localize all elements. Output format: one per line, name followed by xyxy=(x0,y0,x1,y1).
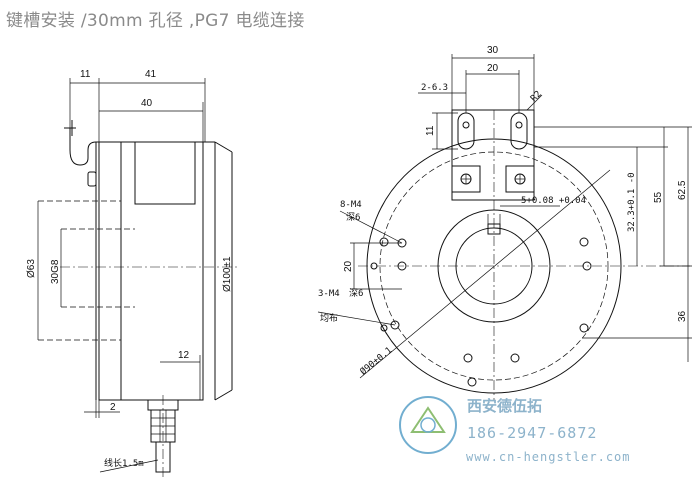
mounting-holes xyxy=(370,237,592,387)
dim-8m4: 8-M4 xyxy=(340,200,362,210)
dim-depth6-b: 深6 xyxy=(349,288,363,299)
cable-length-label: 线长1.5m xyxy=(104,457,144,469)
dim-12: 12 xyxy=(178,350,190,361)
phone-number: 186-2947-6872 xyxy=(467,424,597,442)
company-logo xyxy=(399,396,457,454)
dim-62-5: 62.5 xyxy=(677,180,688,200)
dim-36: 36 xyxy=(677,310,688,322)
dim-40: 40 xyxy=(141,98,153,109)
dim-11-front: 11 xyxy=(425,125,436,136)
company-name: 西安德伍拓 xyxy=(467,397,542,415)
dim-phi100: Ø100±1 xyxy=(222,256,233,292)
website-url: www.cn-hengstler.com xyxy=(466,450,631,464)
watermark: 西安德伍拓 186-2947-6872 www.cn-hengstler.com xyxy=(399,396,631,464)
dim-20-left: 20 xyxy=(343,260,354,272)
dim-30g8: 30G8 xyxy=(50,259,61,284)
dim-41: 41 xyxy=(145,69,157,80)
dim-depth6-a: 深6 xyxy=(346,212,360,223)
dim-phi63: Ø63 xyxy=(26,259,37,278)
dim-key-width: 5+0.08 +0.04 xyxy=(521,196,586,206)
dim-phi90: Ø90±0.1 xyxy=(358,345,394,377)
dim-r2: R2 xyxy=(529,89,544,104)
dim-32-3: 32.3+0.1 -0 xyxy=(627,172,637,232)
page-title: 键槽安装 /30mm 孔径 ,PG7 电缆连接 xyxy=(6,11,305,31)
side-view: 11 41 40 Ø63 30G8 Ø100±1 12 xyxy=(26,69,240,480)
dim-30: 30 xyxy=(487,45,499,56)
dim-11-side: 11 xyxy=(80,69,91,80)
dim-uniform: 均布 xyxy=(320,312,338,324)
dim-55: 55 xyxy=(653,191,664,203)
dim-20-top: 20 xyxy=(487,63,499,74)
dim-3m4: 3-M4 xyxy=(318,289,340,299)
dim-2: 2 xyxy=(110,402,116,413)
dim-2-63: 2-6.3 xyxy=(421,83,448,93)
front-view: 30 20 2-6.3 R2 11 62.5 55 32.3+0.1 -0 36… xyxy=(317,45,692,400)
